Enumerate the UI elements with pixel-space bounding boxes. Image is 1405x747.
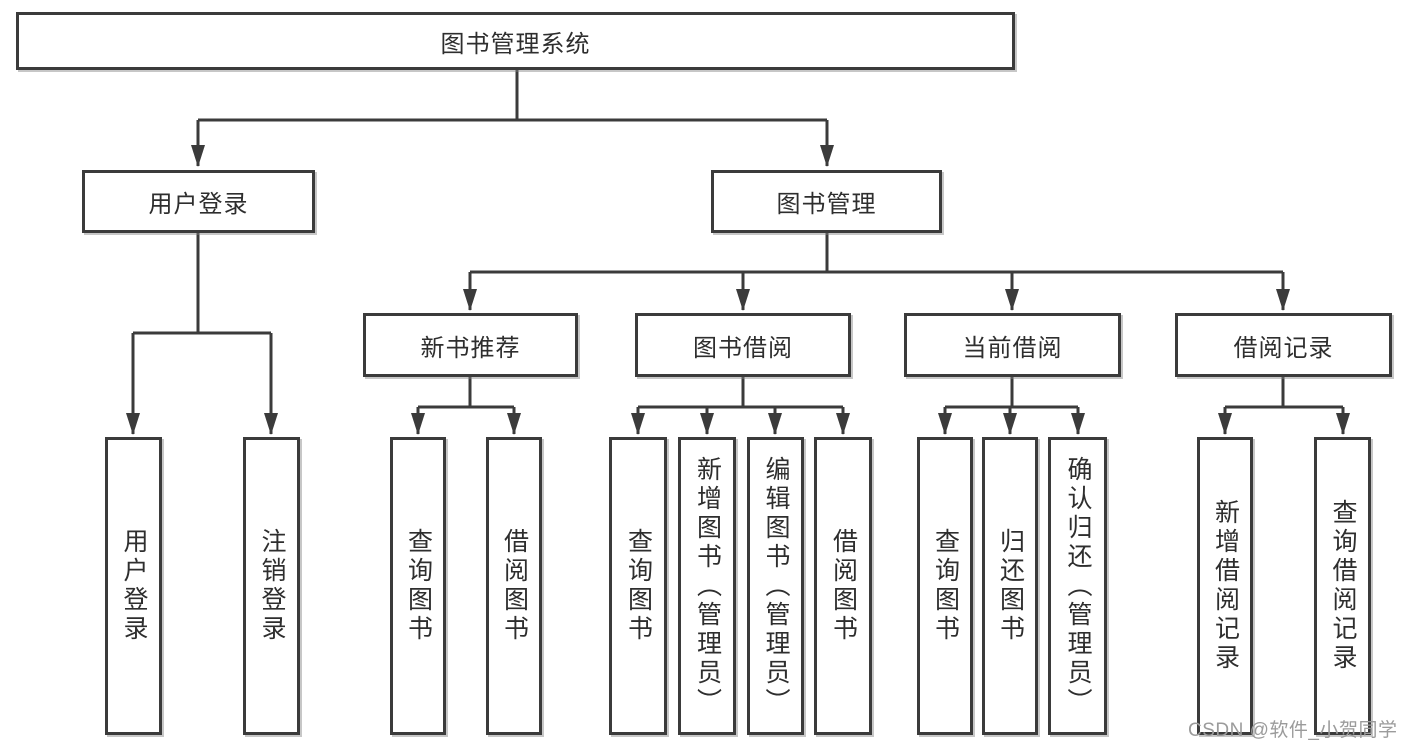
node-query-books-1: 查询图书 [390, 437, 446, 735]
node-logout: 注销登录 [243, 437, 300, 735]
node-return-book: 归还图书 [982, 437, 1038, 735]
node-borrowing-records: 借阅记录 [1175, 313, 1392, 377]
node-label: 借阅记录 [1233, 334, 1334, 362]
node-user-login-leaf: 用户登录 [105, 437, 162, 735]
node-current-borrowing: 当前借阅 [904, 313, 1121, 377]
node-label: 用户登录 [120, 528, 148, 644]
node-confirm-return-admin: 确认归还（管理员） [1048, 437, 1107, 735]
node-label: 借阅图书 [829, 528, 858, 644]
node-label: 新书推荐 [420, 334, 521, 362]
node-book-management: 图书管理 [711, 170, 942, 233]
node-borrow-books-1: 借阅图书 [486, 437, 542, 735]
node-library-system: 图书管理系统 [16, 12, 1015, 70]
node-add-borrow-record: 新增借阅记录 [1197, 437, 1253, 735]
node-new-book-recommend: 新书推荐 [363, 313, 578, 377]
node-user-login: 用户登录 [82, 170, 315, 233]
node-label: 新增图书（管理员） [693, 455, 722, 717]
node-label: 图书管理系统 [440, 30, 591, 58]
node-label: 新增借阅记录 [1211, 499, 1240, 673]
node-label: 查询借阅记录 [1329, 499, 1357, 673]
node-label: 图书管理 [776, 191, 877, 218]
node-label: 用户登录 [148, 191, 249, 218]
node-label: 确认归还（管理员） [1064, 455, 1092, 717]
node-book-borrowing: 图书借阅 [635, 313, 851, 377]
node-query-books-3: 查询图书 [917, 437, 973, 735]
node-label: 查询图书 [624, 528, 653, 644]
csdn-watermark: CSDN @软件_小贺同学 [1188, 720, 1398, 741]
node-query-borrow-record: 查询借阅记录 [1314, 437, 1371, 735]
node-label: 查询图书 [931, 528, 960, 644]
node-label: 图书借阅 [693, 334, 793, 362]
node-query-books-2: 查询图书 [609, 437, 667, 735]
node-label: 编辑图书（管理员） [762, 455, 790, 717]
node-label: 注销登录 [258, 528, 286, 644]
node-label: 借阅图书 [500, 528, 529, 644]
node-borrow-books-2: 借阅图书 [814, 437, 872, 735]
node-add-book-admin: 新增图书（管理员） [678, 437, 736, 735]
node-label: 当前借阅 [962, 334, 1063, 362]
node-label: 查询图书 [404, 528, 433, 644]
node-edit-book-admin: 编辑图书（管理员） [747, 437, 804, 735]
node-label: 归还图书 [996, 528, 1025, 644]
